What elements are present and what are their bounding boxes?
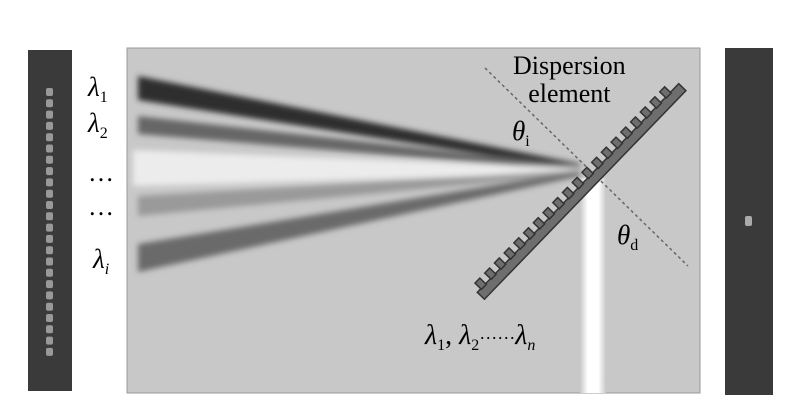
theta-symbol: θ	[512, 116, 526, 146]
grating-tooth	[503, 246, 517, 261]
beam-lower	[138, 170, 580, 216]
output-wavelengths-label: λ1, λ2······λn	[425, 320, 535, 355]
grating-tooth	[493, 256, 507, 271]
lambda-symbol: λ	[515, 320, 528, 351]
source-emitter	[46, 257, 53, 266]
subscript: 2	[471, 337, 480, 354]
lambda-symbol: λ	[93, 244, 105, 274]
subscript: i	[525, 133, 530, 150]
grating	[473, 82, 687, 301]
source-emitter	[46, 212, 53, 221]
source-emitter	[46, 223, 53, 232]
source-emitter	[46, 246, 53, 255]
label-lambda-i: λi	[93, 244, 109, 279]
grating-tooth	[639, 105, 653, 120]
label-theta-i: θi	[512, 116, 530, 151]
dispersion-element-label: Dispersion element	[513, 52, 626, 108]
grating-tooth	[658, 85, 673, 100]
grating-tooth	[629, 115, 643, 130]
label-ellipsis-2: …	[88, 192, 114, 221]
output-beam	[580, 178, 606, 393]
label-ellipsis-1: …	[88, 158, 114, 187]
source-emitter	[46, 325, 53, 334]
grating-tooth	[600, 146, 614, 160]
label-line: element	[528, 79, 611, 108]
source-emitter	[46, 144, 53, 153]
source-emitter	[46, 189, 53, 198]
source-emitter	[46, 99, 53, 108]
subscript: n	[527, 337, 536, 354]
source-emitter	[46, 314, 53, 322]
subscript: 2	[99, 125, 108, 142]
lambda-symbol: λ	[88, 72, 100, 102]
source-emitter	[46, 167, 53, 176]
source-emitter	[46, 302, 53, 311]
grating-tooth	[473, 277, 488, 291]
source-emitters	[46, 88, 53, 356]
source-emitter	[46, 234, 53, 243]
source-emitter	[46, 291, 53, 300]
grating-tooth	[522, 226, 537, 241]
beam-lambda-1	[138, 76, 580, 170]
grating-tooth	[542, 206, 556, 220]
grating-tooth	[571, 176, 585, 190]
subscript: i	[104, 261, 110, 278]
label-lambda-1: λ1	[88, 72, 108, 107]
detector-emitter	[745, 216, 752, 226]
label-line: Dispersion	[513, 51, 626, 80]
lambda-symbol: λ	[459, 320, 472, 351]
source-emitter	[46, 88, 53, 96]
ellipsis: ······	[479, 328, 516, 348]
label-theta-d: θd	[617, 220, 638, 255]
source-emitter	[46, 155, 53, 164]
subscript: 1	[99, 89, 108, 106]
beam-center	[133, 150, 580, 186]
lambda-symbol: λ	[425, 320, 438, 351]
grating-tooth	[590, 156, 605, 170]
source-emitter	[46, 178, 53, 187]
beams	[133, 76, 580, 272]
grating-tooth	[551, 196, 566, 210]
subscript: d	[630, 237, 639, 254]
source-emitter	[46, 201, 53, 209]
source-emitter	[46, 110, 53, 119]
beam-lambda-2	[138, 116, 580, 171]
separator: ,	[445, 320, 460, 351]
grating-tooth	[610, 136, 624, 150]
beam-lambda-i	[138, 171, 580, 272]
grating-tooth	[532, 216, 546, 231]
source-emitter	[46, 280, 53, 289]
source-emitter	[46, 121, 53, 130]
grating-tooth	[561, 186, 575, 200]
grating-tooth	[580, 166, 595, 180]
source-emitter	[46, 268, 53, 277]
source-emitter	[46, 336, 53, 345]
source-emitter	[46, 347, 53, 356]
lambda-symbol: λ	[88, 108, 100, 138]
normal-line	[484, 67, 689, 267]
grating-tooth	[648, 95, 663, 110]
theta-symbol: θ	[617, 220, 631, 250]
grating-tooth	[512, 236, 527, 251]
grating-tooth	[619, 125, 634, 140]
label-lambda-2: λ2	[88, 108, 108, 143]
source-emitter	[46, 133, 53, 142]
grating-tooth	[483, 266, 498, 281]
subscript: 1	[437, 337, 446, 354]
